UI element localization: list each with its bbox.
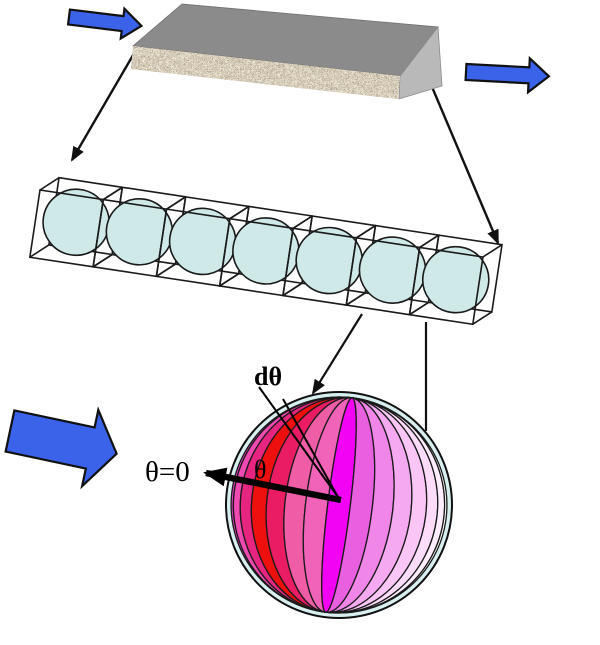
theta-label: θ [254,455,266,484]
porous-slab [131,3,443,100]
discretized-sphere [225,391,453,619]
slab-side-face [398,25,443,100]
leader-right-arrow [422,67,500,245]
slab-to-row-leaders [70,49,500,245]
slab-front-face-texture [131,46,400,99]
theta-zero-label: θ=0 [145,456,190,488]
leader-to-sphere-arrow [311,313,363,395]
flow-in-bottom-arrow-icon [4,406,118,490]
theta-zero-arrow [203,467,342,504]
flow-out-top-arrow-icon [464,55,551,95]
sphere-slices [230,396,448,614]
flow-arrows [4,6,551,490]
d-theta-wedge [258,386,339,498]
leader-left-arrow [70,49,138,162]
flow-in-top-arrow-icon [66,6,144,41]
unit-cell-row [28,176,503,326]
d-theta-label: dθ [254,362,282,391]
wedge-line-right [282,398,339,498]
row-to-sphere-leaders [311,313,428,431]
wedge-line-left [258,386,339,498]
